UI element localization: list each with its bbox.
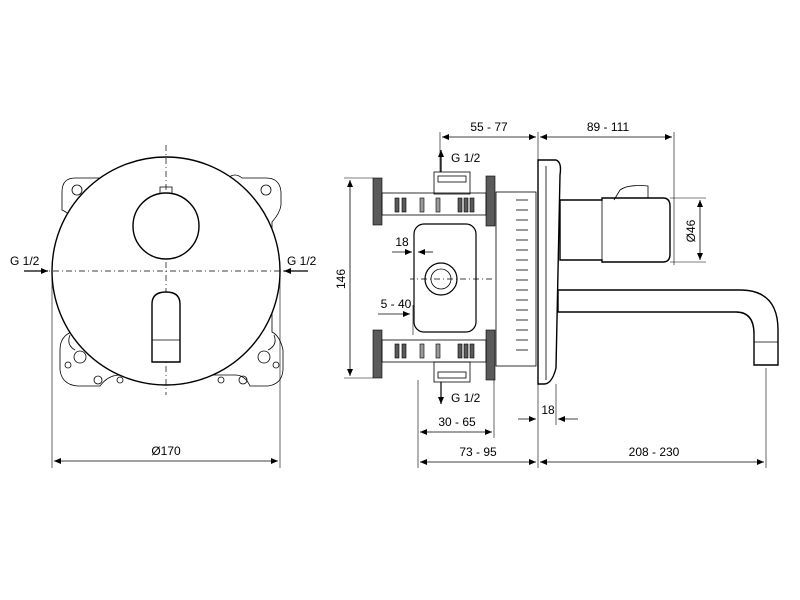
front-view: G 1/2 G 1/2 Ø170 [10,145,317,468]
control-handle [132,192,200,260]
bottom-inlet-label: G 1/2 [451,391,481,405]
inner-range-label: 5 - 40 [381,297,412,311]
handle-side [559,197,671,263]
inlet-left-label: G 1/2 [10,254,40,268]
mount-range-label: 30 - 65 [438,415,476,429]
inlet-right-label: G 1/2 [287,254,317,268]
spout-projection-label: 89 - 111 [587,120,630,134]
spout-side [557,289,779,366]
spout-length-label: 208 - 230 [629,445,680,459]
bracket-bottom-left [372,329,383,379]
inner-18-label: 18 [395,235,409,249]
total-depth-label: 73 - 95 [459,445,497,459]
top-inlet-label: G 1/2 [451,151,481,165]
spout-front [151,291,181,363]
valve-body [413,223,477,333]
cover-plate-side [537,159,562,385]
back-box [495,191,537,367]
body-depth-label: 55 - 77 [470,120,508,134]
threaded-studs [394,197,475,359]
lower-18-label: 18 [541,403,555,417]
side-view: G 1/2 G 1/2 146 55 - 77 89 - 111 Ø46 18 … [334,120,779,468]
diameter-label: Ø170 [151,444,181,458]
handle-diameter-label: Ø46 [684,219,698,242]
bracket-top-left [372,177,383,226]
box-ribs [516,199,528,351]
height-label: 146 [334,269,348,289]
